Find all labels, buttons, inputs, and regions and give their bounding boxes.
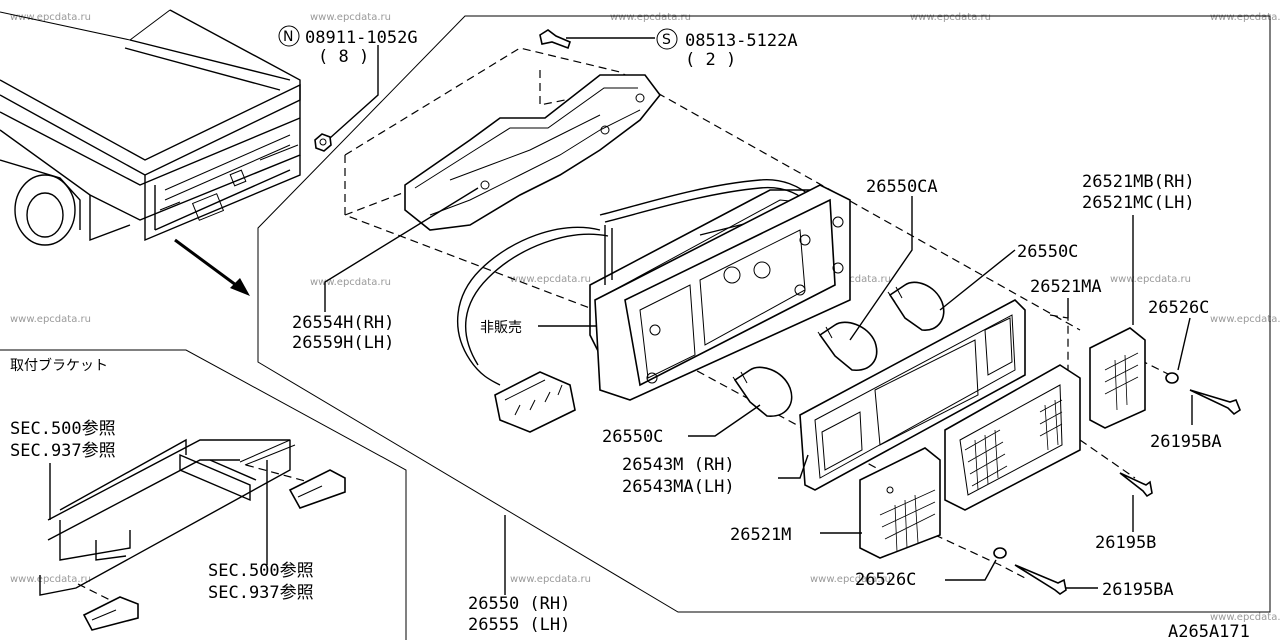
- watermark: www.epcdata.ru: [610, 12, 691, 23]
- bracket-clip-lower: [82, 596, 139, 631]
- diagram-id: A265A171: [1168, 622, 1250, 640]
- watermark: www.epcdata.ru: [810, 574, 891, 585]
- part-label-washer: 26526C: [855, 570, 916, 590]
- nut-code-letter: N: [283, 29, 293, 45]
- assembly-frame: [257, 15, 1271, 613]
- truck-body-drawing: [0, 9, 301, 246]
- part-label-washer: 26526C: [1148, 298, 1209, 318]
- screw-icon: [1014, 564, 1067, 595]
- watermark: www.epcdata.ru: [1210, 314, 1280, 325]
- bulb-icon: [732, 366, 793, 417]
- part-label-bulb: 26550C: [1017, 242, 1078, 262]
- nut-part-number: 08911-1052G: [305, 28, 418, 48]
- harness-note: 非販売: [480, 320, 522, 336]
- part-label-screw: 26195B: [1095, 533, 1156, 553]
- screw-quantity: ( 2 ): [685, 50, 736, 70]
- part-label-lens-lh: 26521MC(LH): [1082, 193, 1195, 213]
- watermark: www.epcdata.ru: [1110, 274, 1191, 285]
- nut-code-badge: [278, 25, 300, 47]
- socket-frame: [594, 184, 851, 401]
- harness-connector: [494, 371, 576, 433]
- ref-label: SEC.937参照: [10, 441, 116, 461]
- watermark: www.epcdata.ru: [310, 277, 391, 288]
- part-label-screw: 26195BA: [1150, 432, 1222, 452]
- bracket-detail-panel: 取付ブラケット SEC.500参照 SEC.937参照 SEC.500参照 SE…: [0, 349, 407, 640]
- ref-label: SEC.937参照: [208, 583, 314, 603]
- panel-border: [0, 349, 407, 640]
- wiring-harness: [457, 178, 816, 433]
- bulb-icon: [817, 321, 878, 371]
- panel-title: 取付ブラケット: [10, 357, 108, 374]
- screw-code-badge: [656, 28, 678, 50]
- washer-icon: [1165, 372, 1179, 384]
- callout-labels: N 08911-1052G ( 8 ) S 08513-5122A ( 2 ) …: [278, 25, 1250, 640]
- watermark: www.epcdata.ru: [10, 574, 91, 585]
- part-label-bulb: 26550CA: [866, 177, 938, 197]
- watermark: www.epcdata.ru: [910, 12, 991, 23]
- wheel: [14, 174, 76, 246]
- watermark: www.epcdata.ru: [510, 274, 591, 285]
- part-label-housing-rh: 26554H(RH): [292, 313, 394, 333]
- bracket-frame-drawing: [39, 438, 346, 631]
- lens-right: [1089, 327, 1146, 429]
- ref-label: SEC.500参照: [10, 419, 116, 439]
- part-label-lens-rh: 26521MB(RH): [1082, 172, 1195, 192]
- part-label-bulb: 26550C: [602, 427, 663, 447]
- watermark: www.epcdata.ru: [10, 12, 91, 23]
- part-label-gasket-lh: 26543MA(LH): [622, 477, 735, 497]
- direction-arrow: [174, 238, 250, 296]
- part-label-assembly-rh: 26550 (RH): [468, 594, 570, 614]
- washer-icon: [993, 547, 1007, 559]
- screw-code-letter: S: [662, 32, 671, 48]
- part-label-gasket-rh: 26543M (RH): [622, 455, 735, 475]
- screw-icon: [539, 29, 571, 50]
- bracket-clip-upper: [288, 469, 346, 509]
- watermark: www.epcdata.ru: [310, 12, 391, 23]
- watermark: www.epcdata.ru: [1210, 12, 1280, 23]
- leader-lines: [324, 37, 1193, 595]
- nut-quantity: ( 8 ): [318, 47, 369, 67]
- bulbs: [732, 281, 945, 417]
- screw-icon: [1189, 389, 1241, 416]
- part-label-housing-lh: 26559H(LH): [292, 333, 394, 353]
- watermark: www.epcdata.ru: [10, 314, 91, 325]
- watermark: www.epcdata.ru: [1210, 612, 1280, 623]
- hardware-right: [993, 372, 1241, 595]
- part-label-screw: 26195BA: [1102, 580, 1174, 600]
- bulb-icon: [887, 281, 945, 331]
- part-label-lens: 26521MA: [1030, 277, 1102, 297]
- part-label-lens: 26521M: [730, 525, 791, 545]
- nut-icon: [314, 133, 332, 152]
- gasket: [799, 299, 1026, 491]
- screw-part-number: 08513-5122A: [685, 31, 798, 51]
- screw-icon: [1119, 472, 1153, 498]
- watermark-layer: www.epcdata.ru www.epcdata.ru www.epcdat…: [10, 12, 1280, 623]
- lens-lower: [859, 447, 941, 559]
- ref-label: SEC.500参照: [208, 561, 314, 581]
- hardware-top: [314, 29, 571, 152]
- part-label-assembly-lh: 26555 (LH): [468, 615, 570, 635]
- watermark: www.epcdata.ru: [510, 574, 591, 585]
- lens-center: [944, 364, 1081, 511]
